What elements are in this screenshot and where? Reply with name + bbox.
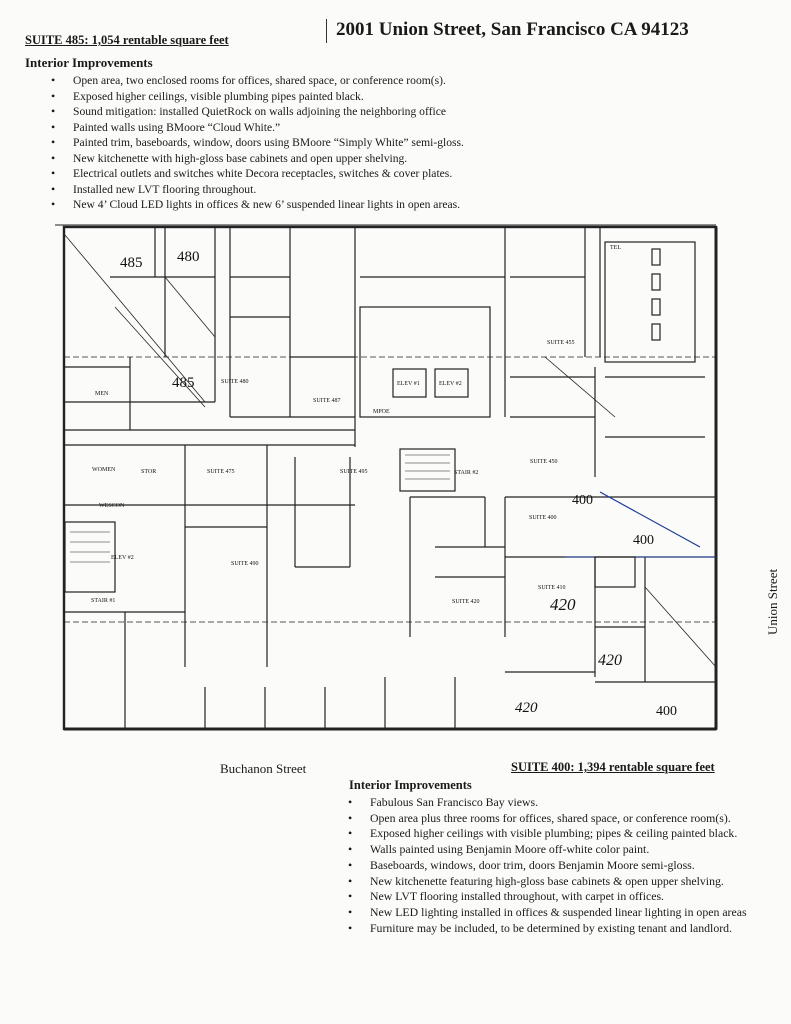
stair — [399, 448, 456, 492]
fixture — [651, 248, 661, 266]
suite-tag: SUITE 420 — [452, 599, 480, 605]
suite-label-485: 485 — [120, 255, 143, 271]
room-tag: TEL — [610, 245, 621, 251]
restroom — [604, 241, 696, 363]
diagonal-hatch — [114, 306, 206, 408]
diagonal-hatch — [599, 491, 701, 548]
fixture — [651, 323, 661, 341]
room-tag: MPOE — [373, 409, 390, 415]
suite-label-400: 400 — [656, 704, 677, 719]
elevator-tag: ELEV #1 — [397, 381, 420, 387]
room-tag: MEN — [95, 391, 109, 397]
suite-tag: SUITE 400 — [529, 515, 557, 521]
list-item: Exposed higher ceilings with visible plu… — [348, 826, 747, 842]
suite-tag: SUITE 450 — [530, 459, 558, 465]
list-item: Open area, two enclosed rooms for office… — [51, 73, 464, 89]
suite-tag: SUITE 490 — [231, 561, 259, 567]
list-item: Open area plus three rooms for offices, … — [348, 811, 747, 827]
suite-label-400: 400 — [633, 533, 654, 548]
union-street-label: Union Street — [765, 568, 780, 635]
diagonal-hatch — [644, 586, 717, 668]
floor-plan: 485 480 485 400 400 400 420 420 420 SUIT… — [55, 224, 718, 731]
suite-label-420: 420 — [598, 652, 622, 669]
suite-485-improvements-heading: Interior Improvements — [25, 55, 153, 70]
suite-400-improvements-heading: Interior Improvements — [349, 778, 472, 792]
list-item: Walls painted using Benjamin Moore off-w… — [348, 842, 747, 858]
diagonal-hatch — [64, 234, 206, 403]
fixture — [651, 273, 661, 291]
buchanan-street-label: Buchanon Street — [220, 761, 307, 776]
suite-tag: SUITE 410 — [538, 585, 566, 591]
list-item: Fabulous San Francisco Bay views. — [348, 795, 747, 811]
diagonal-hatch — [164, 276, 216, 338]
suite-label-420: 420 — [550, 595, 576, 614]
elevator — [392, 368, 427, 398]
suite-tag: SUITE 455 — [547, 340, 575, 346]
list-item: Electrical outlets and switches white De… — [51, 166, 464, 182]
suite-400-improvements-list: Fabulous San Francisco Bay views. Open a… — [348, 795, 747, 937]
list-item: Baseboards, windows, door trim, doors Be… — [348, 858, 747, 874]
diagonal-hatch — [544, 356, 616, 418]
elevator-tag: ELEV #2 — [439, 381, 462, 387]
list-item: Installed new LVT flooring throughout. — [51, 182, 464, 198]
restroom — [594, 556, 636, 588]
suite-tag: SUITE 480 — [221, 379, 249, 385]
suite-485-improvements-list: Open area, two enclosed rooms for office… — [51, 73, 464, 213]
list-item: New kitchenette featuring high-gloss bas… — [348, 874, 747, 890]
list-item: Painted walls using BMoore “Cloud White.… — [51, 120, 464, 136]
building-address: 2001 Union Street, San Francisco CA 9412… — [336, 19, 689, 40]
list-item: Painted trim, baseboards, window, doors … — [51, 135, 464, 151]
room-tag: STAIR #2 — [454, 470, 478, 476]
elevator-tag: ELEV #2 — [111, 555, 134, 561]
list-item: New 4’ Cloud LED lights in offices & new… — [51, 197, 464, 213]
suite-485-title: SUITE 485: 1,054 rentable square feet — [25, 33, 229, 47]
suite-tag: SUITE 475 — [207, 469, 235, 475]
list-item: New LED lighting installed in offices & … — [348, 905, 747, 921]
room-tag: STAIR #1 — [91, 598, 115, 604]
list-item: New LVT flooring installed throughout, w… — [348, 889, 747, 905]
suite-label-420: 420 — [515, 700, 538, 716]
elevator — [434, 368, 469, 398]
room-tag: STOR — [141, 469, 156, 475]
room-tag: WESCON — [99, 503, 125, 509]
suite-tag: SUITE 495 — [340, 469, 368, 475]
stair — [64, 521, 116, 593]
fixture — [651, 298, 661, 316]
list-item: Furniture may be included, to be determi… — [348, 921, 747, 937]
elevator-core — [359, 306, 491, 418]
suite-tag: SUITE 487 — [313, 398, 341, 404]
room-tag: WOMEN — [92, 467, 116, 473]
list-item: Exposed higher ceilings, visible plumbin… — [51, 89, 464, 105]
suite-label-480: 480 — [177, 249, 200, 265]
list-item: New kitchenette with high-gloss base cab… — [51, 151, 464, 167]
list-item: Sound mitigation: installed QuietRock on… — [51, 104, 464, 120]
suite-label-400: 400 — [572, 493, 593, 508]
suite-400-title: SUITE 400: 1,394 rentable square feet — [511, 760, 715, 774]
suite-label-485: 485 — [172, 375, 195, 391]
address-divider — [326, 19, 327, 43]
